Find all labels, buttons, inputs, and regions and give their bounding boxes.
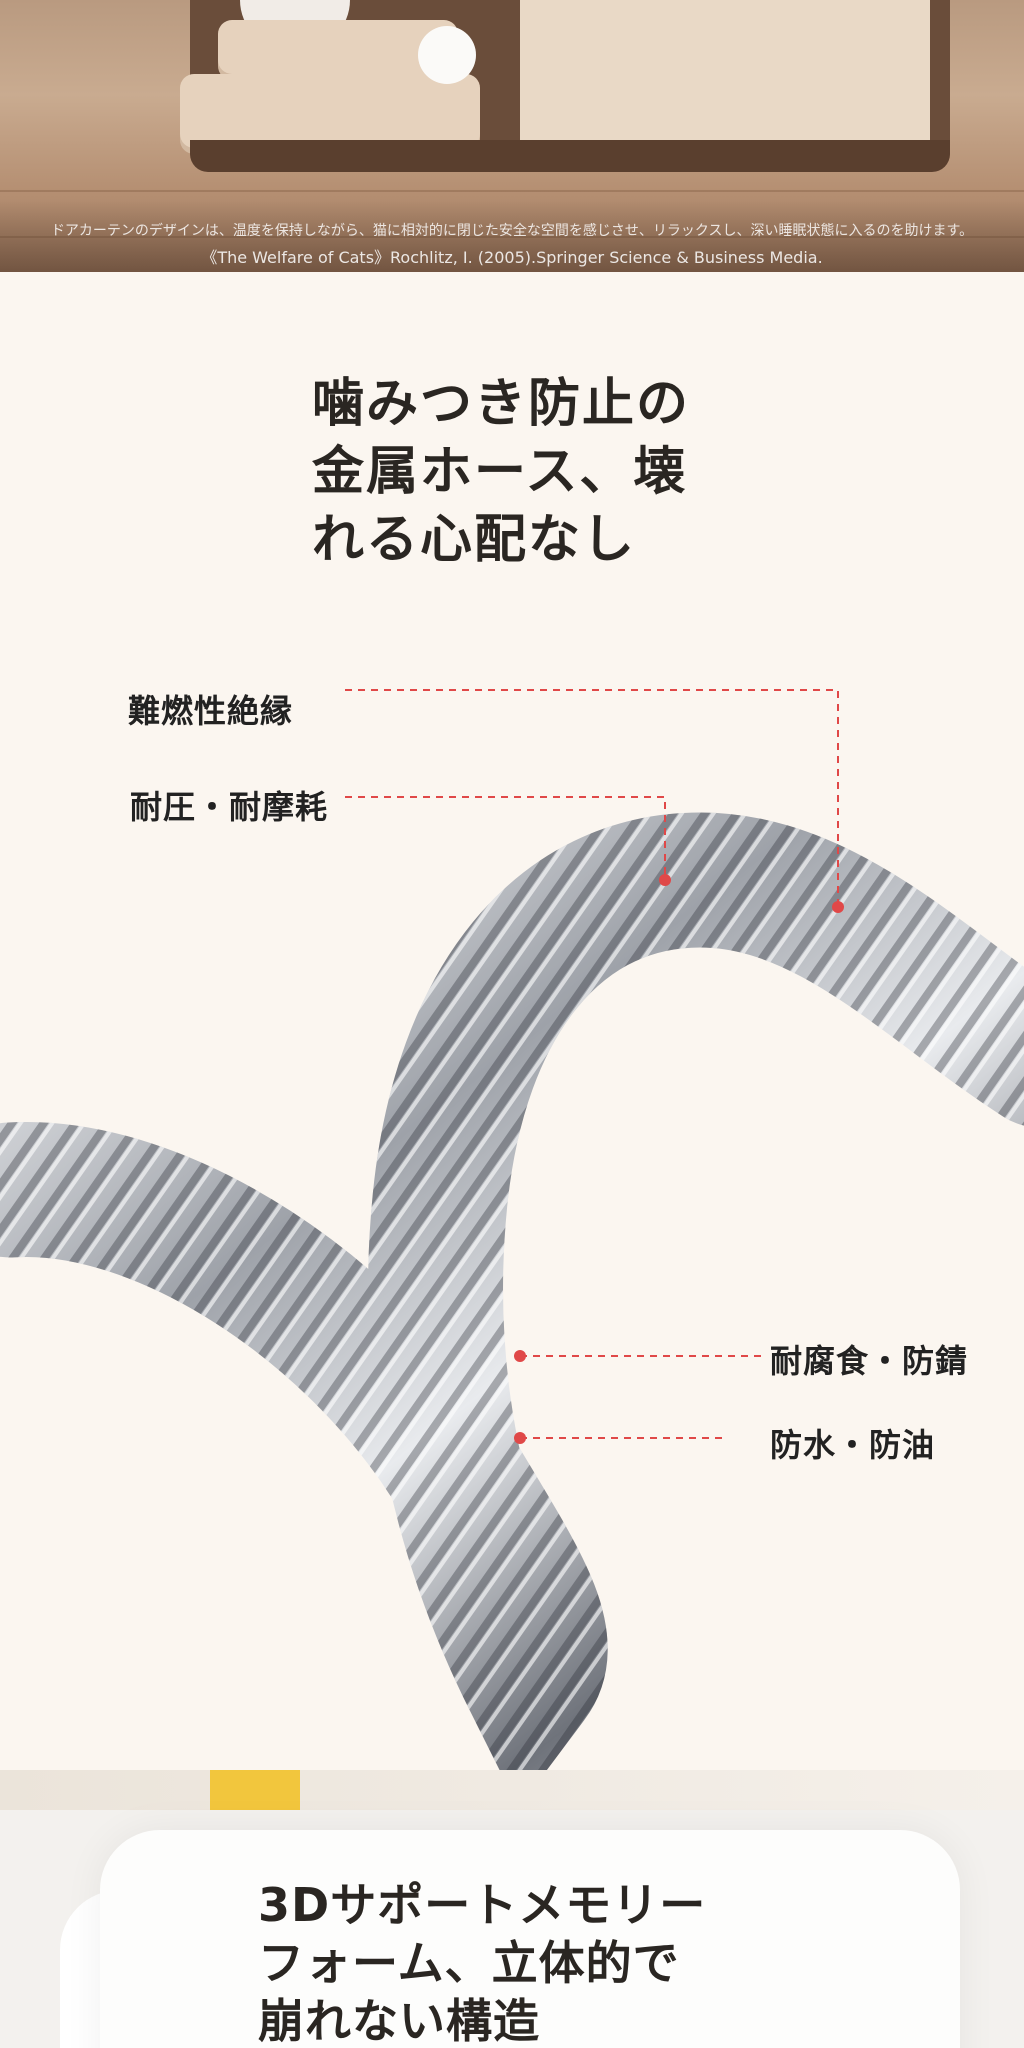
cat-bed-cushion: [520, 0, 930, 150]
label-corrosion-rust: 耐腐食・防錆: [770, 1342, 969, 1380]
callout-line-pressure: [345, 796, 666, 878]
hose-headline-line: 金属ホース、壊: [312, 442, 688, 502]
callout-dot-water: [514, 1432, 526, 1444]
caption-line-1: ドアカーテンのデザインは、温度を保持しながら、猫に相対的に閉じた安全な空間を感じ…: [50, 223, 974, 239]
sofa: [100, 1830, 960, 2048]
floor-line: [0, 236, 1024, 238]
wall: [0, 1770, 1024, 1810]
cat-bed-photo: ドアカーテンのデザインは、温度を保持しながら、猫に相対的に閉じた安全な空間を感じ…: [0, 0, 1024, 272]
memory-headline-line: フォーム、立体的で: [258, 1936, 680, 1990]
caption-shade: [0, 200, 1024, 272]
memory-headline-line: 3Dサポートメモリー: [258, 1878, 707, 1932]
hose-headline: 噛みつき防止の 金属ホース、壊 れる心配なし: [312, 370, 752, 574]
hose-ribs: [0, 812, 1024, 1809]
callout-dot-corrosion: [514, 1350, 526, 1362]
caption-line-2: 《The Welfare of Cats》Rochlitz, I. (2005)…: [201, 248, 823, 267]
floor-line: [0, 190, 1024, 192]
cat-paw: [418, 26, 476, 84]
label-flame-retardant: 難燃性絶縁: [128, 692, 294, 730]
callout-dot-pressure: [659, 874, 671, 886]
callout-dot-flame: [832, 901, 844, 913]
sofa-photo: [0, 1770, 1024, 2048]
yellow-accent: [210, 1770, 300, 1810]
memory-headline-line: 崩れない構造: [258, 1994, 540, 2048]
label-pressure-wear: 耐圧・耐摩耗: [130, 788, 329, 826]
cat-bed-base: [190, 140, 950, 172]
hose-headline-line: れる心配なし: [312, 510, 637, 570]
label-water-oil: 防水・防油: [770, 1426, 936, 1464]
memory-headline: 3Dサポートメモリー フォーム、立体的で 崩れない構造: [258, 1876, 706, 2048]
hose-headline-line: 噛みつき防止の: [312, 374, 691, 434]
